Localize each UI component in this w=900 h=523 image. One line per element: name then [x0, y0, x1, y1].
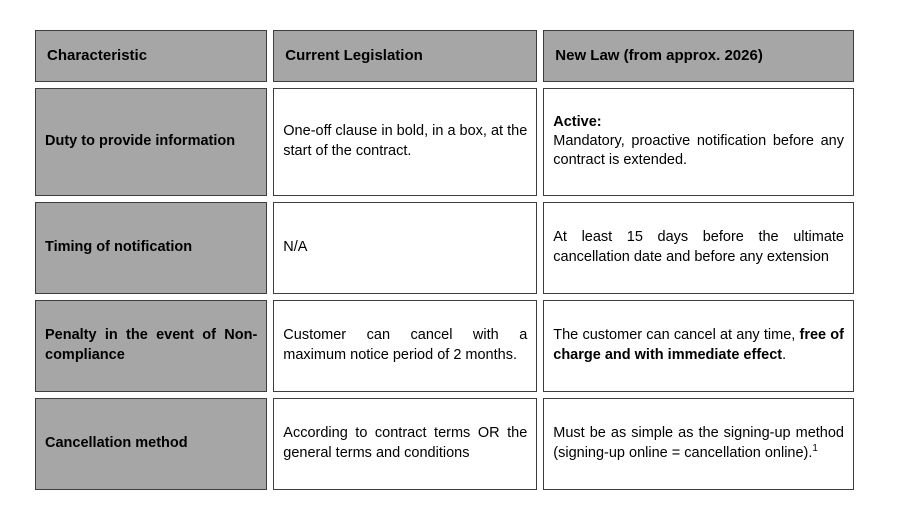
- table-row: Penalty in the event of Non-compliance C…: [35, 300, 854, 392]
- cell-new-law-text-emphasis: free of charge and with immediate effect: [553, 327, 844, 363]
- cell-characteristic: Cancellation method: [35, 398, 268, 490]
- cell-characteristic: Penalty in the event of Non-compliance: [35, 300, 268, 392]
- cell-new-law-lead: Active:: [553, 113, 602, 130]
- cell-new-law: The customer can cancel at any time, fre…: [543, 300, 854, 392]
- table-body: Duty to provide information One-off clau…: [35, 88, 854, 490]
- cell-new-law: Must be as simple as the signing-up meth…: [543, 398, 854, 490]
- table-row: Timing of notification N/A At least 15 d…: [35, 202, 854, 294]
- column-header-current-legislation: Current Legislation: [273, 30, 538, 82]
- cell-current-legislation: Customer can cancel with a maximum notic…: [273, 300, 538, 392]
- legislation-comparison-table: Characteristic Current Legislation New L…: [29, 24, 860, 496]
- cell-characteristic: Timing of notification: [35, 202, 268, 294]
- table-header: Characteristic Current Legislation New L…: [35, 30, 854, 82]
- cell-new-law-text: Mandatory, proactive notification before…: [553, 132, 844, 169]
- cell-new-law-text-post: .: [782, 346, 787, 363]
- footnote-marker: 1: [812, 442, 818, 454]
- cell-characteristic: Duty to provide information: [35, 88, 268, 196]
- cell-current-legislation: One-off clause in bold, in a box, at the…: [273, 88, 538, 196]
- cell-new-law-text-pre: The customer can cancel at any time,: [553, 327, 800, 344]
- cell-current-legislation: N/A: [273, 202, 538, 294]
- table-row: Cancellation method According to contrac…: [35, 398, 854, 490]
- column-header-new-law: New Law (from approx. 2026): [543, 30, 854, 82]
- table-row: Duty to provide information One-off clau…: [35, 88, 854, 196]
- table-header-row: Characteristic Current Legislation New L…: [35, 30, 854, 82]
- cell-new-law-text: Must be as simple as the signing-up meth…: [553, 425, 844, 461]
- cell-new-law: At least 15 days before the ultimate can…: [543, 202, 854, 294]
- column-header-characteristic: Characteristic: [35, 30, 268, 82]
- cell-new-law: Active: Mandatory, proactive notification…: [543, 88, 854, 196]
- cell-current-legislation: According to contract terms OR the gener…: [273, 398, 538, 490]
